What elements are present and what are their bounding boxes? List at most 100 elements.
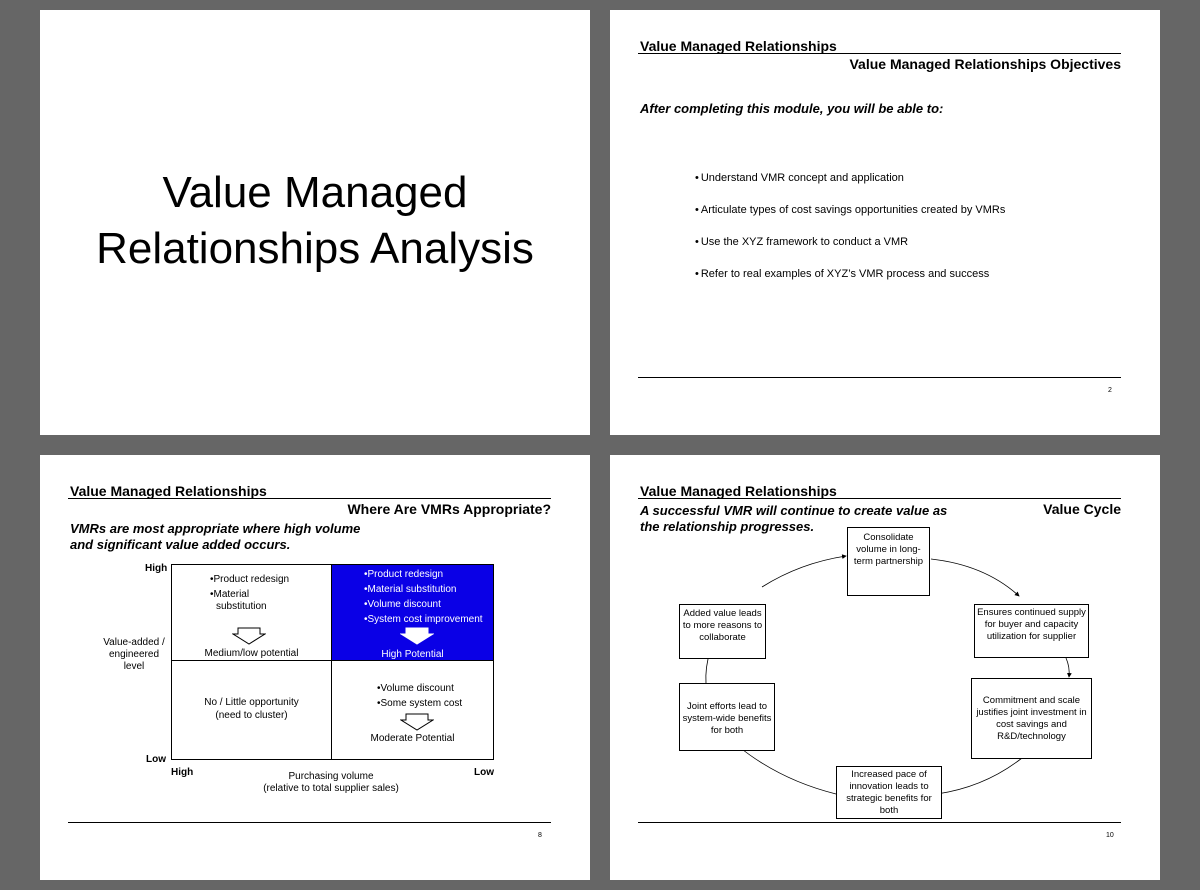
arrow-right-bottom-to-bottom xyxy=(936,757,1023,796)
header-rule xyxy=(638,498,1121,499)
arrow-right-top-to-right-bottom xyxy=(1065,657,1072,678)
intro-line-2: and significant value added occurs. xyxy=(70,537,291,552)
cycle-box-commitment: Commitment and scale justifies joint inv… xyxy=(971,678,1092,759)
cycle-box-innovation: Increased pace of innovation leads to st… xyxy=(836,766,942,819)
cell-label: Moderate Potential xyxy=(370,733,455,744)
box-line: innovation leads to xyxy=(849,781,929,792)
list-item: Refer to real examples of XYZ’s VMR proc… xyxy=(695,266,1005,298)
page-number: 2 xyxy=(1108,387,1112,394)
box-line: for buyer and capacity xyxy=(984,619,1079,630)
title-line-2: Relationships Analysis xyxy=(96,224,534,273)
list-item: Product redesign xyxy=(210,572,290,587)
header-rule xyxy=(68,498,551,499)
cell-bullets: Product redesign Material substitution V… xyxy=(364,567,483,627)
slide-3-matrix[interactable]: Value Managed Relationships Where Are VM… xyxy=(40,455,590,880)
cell-line-1: No / Little opportunity xyxy=(204,697,299,708)
footer-rule xyxy=(638,377,1121,378)
cell-line-2: (need to cluster) xyxy=(215,710,288,721)
box-line: Added value leads xyxy=(683,608,762,619)
page-number: 10 xyxy=(1106,832,1114,839)
list-item: Understand VMR concept and application xyxy=(695,170,1005,202)
title-text: Value Managed Relationships Analysis xyxy=(40,165,590,277)
x-axis-high: High xyxy=(171,767,194,778)
box-line: justifies joint investment in xyxy=(976,707,1087,718)
page-number: 8 xyxy=(538,832,542,839)
arrow-left-top-to-top xyxy=(761,554,847,588)
y-axis-high: High xyxy=(145,563,168,574)
box-line: system-wide benefits xyxy=(682,713,772,724)
cycle-box-supply: Ensures continued supply for buyer and c… xyxy=(974,604,1089,658)
y-axis-low: Low xyxy=(146,754,166,765)
intro-text: After completing this module, you will b… xyxy=(640,101,944,116)
list-item: Product redesign xyxy=(364,567,483,582)
list-item: Use the XYZ framework to conduct a VMR xyxy=(695,234,1005,266)
cell-bullets: Product redesign Material xyxy=(210,572,290,602)
intro-line-1: VMRs are most appropriate where high vol… xyxy=(70,521,361,536)
box-line: to more reasons to xyxy=(682,620,763,631)
slide-4-value-cycle[interactable]: Value Managed Relationships Value Cycle … xyxy=(610,455,1160,880)
list-item: Volume discount xyxy=(364,597,483,612)
list-item: Some system cost xyxy=(377,696,463,711)
list-item: Volume discount xyxy=(377,681,462,696)
x-axis-low: Low xyxy=(474,767,494,778)
intro-line-2: the relationship progresses. xyxy=(640,519,815,534)
y-label-line-3: level xyxy=(123,661,145,672)
objectives-list: Understand VMR concept and application A… xyxy=(695,170,1005,298)
arrow-bottom-to-left-bottom xyxy=(737,745,837,795)
slide-subtitle: Where Are VMRs Appropriate? xyxy=(347,501,551,517)
arrow-top-to-right-top xyxy=(930,558,1020,597)
arrow-down-outline-icon xyxy=(232,627,266,645)
y-label-line-2: engineered xyxy=(108,649,160,660)
x-label-line-2: (relative to total supplier sales) xyxy=(263,783,399,794)
y-axis-label: Value-added / engineered level xyxy=(95,637,173,673)
slide-subtitle: Value Cycle xyxy=(1043,501,1121,517)
box-line: term partnership xyxy=(853,556,924,567)
footer-rule xyxy=(638,822,1121,823)
intro-line-1: A successful VMR will continue to create… xyxy=(640,503,948,518)
slide-2-objectives[interactable]: Value Managed Relationships Value Manage… xyxy=(610,10,1160,435)
matrix-cell-top-right: Product redesign Material substitution V… xyxy=(331,564,494,661)
list-item: Material substitution xyxy=(364,582,483,597)
list-item: System cost improvement xyxy=(364,612,483,627)
title-line-1: Value Managed xyxy=(162,168,468,217)
slide-header: Value Managed Relationships xyxy=(640,38,837,54)
list-item: Articulate types of cost savings opportu… xyxy=(695,202,1005,234)
x-axis-label: Purchasing volume (relative to total sup… xyxy=(231,771,431,795)
box-line: collaborate xyxy=(699,632,746,643)
matrix-cell-bottom-left: No / Little opportunity (need to cluster… xyxy=(171,660,332,760)
box-line: for both xyxy=(710,725,744,736)
cell-label: Medium/low potential xyxy=(204,648,299,659)
cell-bullets: Volume discount Some system cost xyxy=(377,681,463,711)
arrow-down-filled-icon xyxy=(400,627,434,645)
intro-text: A successful VMR will continue to create… xyxy=(640,503,947,535)
cell-label: High Potential xyxy=(381,649,444,660)
box-line: R&D/technology xyxy=(997,731,1066,742)
box-line: Ensures continued supply xyxy=(977,607,1086,618)
box-line: cost savings and xyxy=(996,719,1067,730)
box-line: Joint efforts lead to xyxy=(686,701,768,712)
cell-text-wrap: substitution xyxy=(216,601,267,612)
cycle-box-consolidate: Consolidate volume in long- term partner… xyxy=(847,527,930,596)
cycle-box-added-value: Added value leads to more reasons to col… xyxy=(679,604,766,659)
box-line: Commitment and scale xyxy=(982,695,1081,706)
arrow-down-outline-icon xyxy=(400,713,434,731)
cell-text: No / Little opportunity (need to cluster… xyxy=(172,696,331,722)
slide-1-title[interactable]: Value Managed Relationships Analysis xyxy=(40,10,590,435)
cycle-box-joint-efforts: Joint efforts lead to system-wide benefi… xyxy=(679,683,775,751)
matrix-cell-top-left: Product redesign Material substitution M… xyxy=(171,564,332,661)
slide-header: Value Managed Relationships xyxy=(640,483,837,499)
box-line: utilization for supplier xyxy=(986,631,1077,642)
footer-rule xyxy=(68,822,551,823)
box-line: Consolidate xyxy=(863,532,914,543)
list-item: Material xyxy=(210,587,289,602)
y-label-line-1: Value-added / xyxy=(103,637,165,648)
intro-text: VMRs are most appropriate where high vol… xyxy=(70,521,360,553)
box-line: both xyxy=(879,805,899,816)
header-rule xyxy=(638,53,1121,54)
slide-header: Value Managed Relationships xyxy=(70,483,267,499)
box-line: strategic benefits for xyxy=(846,793,932,804)
matrix-cell-bottom-right: Volume discount Some system cost Moderat… xyxy=(331,660,494,760)
box-line: volume in long- xyxy=(856,544,921,555)
slide-subtitle: Value Managed Relationships Objectives xyxy=(849,56,1121,72)
x-label-line-1: Purchasing volume xyxy=(288,771,374,782)
